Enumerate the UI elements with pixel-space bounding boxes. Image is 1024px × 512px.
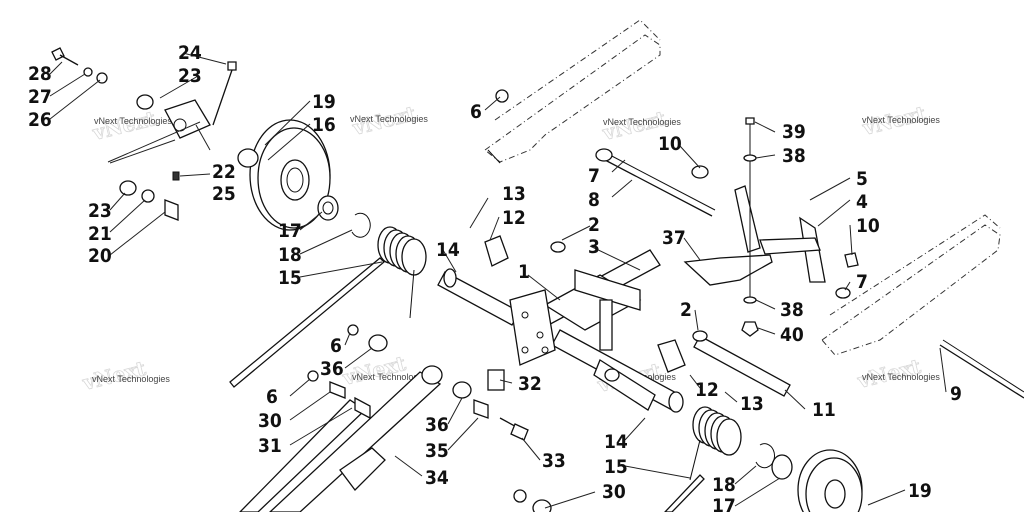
bracket-37 bbox=[495, 89, 859, 337]
watermark-4: vNext Technologies bbox=[862, 115, 940, 125]
watermark-6: vNext Technologies bbox=[352, 372, 430, 382]
lower-hardware bbox=[307, 324, 620, 512]
callout-38-bottom: 38 bbox=[780, 299, 804, 321]
spring-right bbox=[689, 406, 742, 481]
callout-15-top: 15 bbox=[278, 267, 302, 289]
callout-3: 3 bbox=[588, 236, 600, 258]
callout-6-bottom: 6 bbox=[266, 386, 278, 408]
callout-4: 4 bbox=[856, 191, 868, 213]
callout-31: 31 bbox=[258, 435, 282, 457]
callout-33: 33 bbox=[542, 450, 566, 472]
callout-30-left: 30 bbox=[258, 410, 282, 432]
callout-19-top: 19 bbox=[312, 91, 336, 113]
callout-10-right: 10 bbox=[856, 215, 880, 237]
callout-27: 27 bbox=[28, 86, 52, 108]
torque-arm bbox=[437, 235, 708, 413]
callout-6-top: 6 bbox=[470, 101, 482, 123]
callout-6-middle: 6 bbox=[330, 335, 342, 357]
callout-25: 25 bbox=[212, 183, 236, 205]
callout-15-bottom: 15 bbox=[604, 456, 628, 478]
callout-24: 24 bbox=[178, 42, 202, 64]
callout-22: 22 bbox=[212, 161, 236, 183]
callout-16: 16 bbox=[312, 114, 336, 136]
callout-5: 5 bbox=[856, 168, 868, 190]
svg-text:vNext: vNext bbox=[339, 351, 408, 390]
springs bbox=[377, 226, 742, 481]
wheel-left bbox=[237, 119, 371, 238]
callout-28: 28 bbox=[28, 63, 52, 85]
callout-11: 11 bbox=[812, 399, 836, 421]
leader-lines bbox=[49, 52, 947, 509]
callout-12-bottom: 12 bbox=[695, 379, 719, 401]
callout-30-bottom: 30 bbox=[602, 481, 626, 503]
callouts: 28 27 26 24 23 19 16 22 25 23 21 20 17 1… bbox=[28, 42, 962, 512]
callout-34: 34 bbox=[425, 467, 449, 489]
callout-19-bottom: 19 bbox=[908, 480, 932, 502]
callout-23-top: 23 bbox=[178, 65, 202, 87]
callout-9: 9 bbox=[950, 383, 962, 405]
upper-left-hardware bbox=[51, 47, 237, 221]
rail-left bbox=[484, 19, 661, 164]
callout-36-left: 36 bbox=[320, 358, 344, 380]
callout-7-right: 7 bbox=[856, 271, 868, 293]
callout-40: 40 bbox=[780, 324, 804, 346]
watermark-3: vNext Technologies bbox=[603, 117, 681, 127]
callout-13-top: 13 bbox=[502, 183, 526, 205]
callout-14-bottom: 14 bbox=[604, 431, 628, 453]
callout-20: 20 bbox=[88, 245, 112, 267]
callout-37: 37 bbox=[662, 227, 686, 249]
watermark-8: vNext Technologies bbox=[862, 372, 940, 382]
spring-left bbox=[377, 226, 427, 319]
callout-10-top: 10 bbox=[658, 133, 682, 155]
callout-36-right: 36 bbox=[425, 414, 449, 436]
callout-39: 39 bbox=[782, 121, 806, 143]
callout-2-top: 2 bbox=[588, 214, 600, 236]
watermark-5: vNext Technologies bbox=[92, 374, 170, 384]
callout-38-top: 38 bbox=[782, 145, 806, 167]
callout-13-bottom: 13 bbox=[740, 393, 764, 415]
watermark-2: vNext Technologies bbox=[350, 114, 428, 124]
callout-23-bottom: 23 bbox=[88, 200, 112, 222]
callout-18-top: 18 bbox=[278, 244, 302, 266]
callout-17-top: 17 bbox=[278, 220, 302, 242]
watermark-1: vNext Technologies bbox=[94, 116, 172, 126]
callout-1: 1 bbox=[518, 261, 530, 283]
callout-21: 21 bbox=[88, 223, 112, 245]
callout-12-top: 12 bbox=[502, 207, 526, 229]
callout-32: 32 bbox=[518, 373, 542, 395]
callout-18-bottom: 18 bbox=[712, 474, 736, 496]
callout-26: 26 bbox=[28, 109, 52, 131]
wheel-right bbox=[755, 443, 863, 512]
callout-2-right: 2 bbox=[680, 299, 692, 321]
callout-8: 8 bbox=[588, 189, 600, 211]
callout-7-top: 7 bbox=[588, 165, 600, 187]
callout-35: 35 bbox=[425, 440, 449, 462]
callout-17-bottom: 17 bbox=[712, 495, 736, 512]
callout-14-top: 14 bbox=[436, 239, 460, 261]
shafts bbox=[229, 153, 1024, 512]
rail-right bbox=[821, 214, 1001, 356]
